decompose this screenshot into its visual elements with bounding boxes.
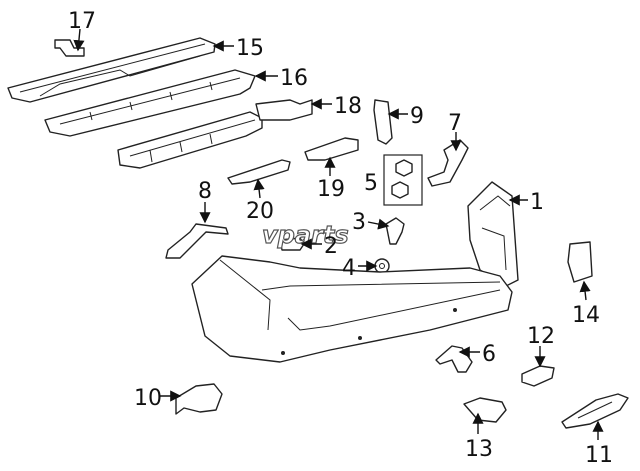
- part-3-screw: [385, 217, 405, 245]
- callout-18: 18: [334, 94, 362, 119]
- callout-1: 1: [530, 190, 544, 215]
- callout-7: 7: [448, 111, 462, 136]
- part-1-bumper-cover-side: [467, 181, 519, 287]
- callout-6: 6: [482, 342, 496, 367]
- part-14-reflector: [567, 241, 593, 283]
- callout-8: 8: [198, 179, 212, 204]
- part-19-bracket: [304, 137, 359, 161]
- part-5-clips-box: [383, 154, 423, 206]
- callout-19: 19: [317, 177, 345, 202]
- part-20-bracket: [227, 159, 291, 185]
- part-12-lamp: [521, 365, 555, 387]
- part-16-reinforcement: [44, 69, 256, 137]
- part-18-absorber: [117, 99, 313, 169]
- part-9-bracket: [373, 99, 393, 145]
- callout-10: 10: [134, 386, 162, 411]
- part-1-bumper-cover: [191, 255, 513, 363]
- callout-5: 5: [364, 171, 378, 196]
- callout-16: 16: [280, 66, 308, 91]
- part-7-stay: [427, 139, 469, 187]
- callout-20: 20: [246, 199, 274, 224]
- callout-17: 17: [68, 9, 96, 34]
- callout-14: 14: [572, 303, 600, 328]
- watermark-logo: vparts: [262, 221, 349, 249]
- callout-13: 13: [465, 437, 493, 462]
- callout-9: 9: [410, 104, 424, 129]
- part-6-bracket: [435, 345, 473, 373]
- callout-12: 12: [527, 324, 555, 349]
- part-10-bracket: [175, 383, 223, 415]
- callout-15: 15: [236, 36, 264, 61]
- callout-11: 11: [585, 443, 613, 468]
- part-4-washer: [374, 258, 390, 274]
- callout-2: 2: [324, 234, 338, 259]
- part-15-step-pad: [7, 37, 216, 103]
- part-13-bracket: [463, 397, 507, 423]
- part-17-bracket: [54, 39, 85, 57]
- callout-3: 3: [352, 210, 366, 235]
- part-8-bracket: [165, 223, 229, 259]
- part-11-garnish: [561, 393, 629, 429]
- callout-4: 4: [342, 256, 356, 281]
